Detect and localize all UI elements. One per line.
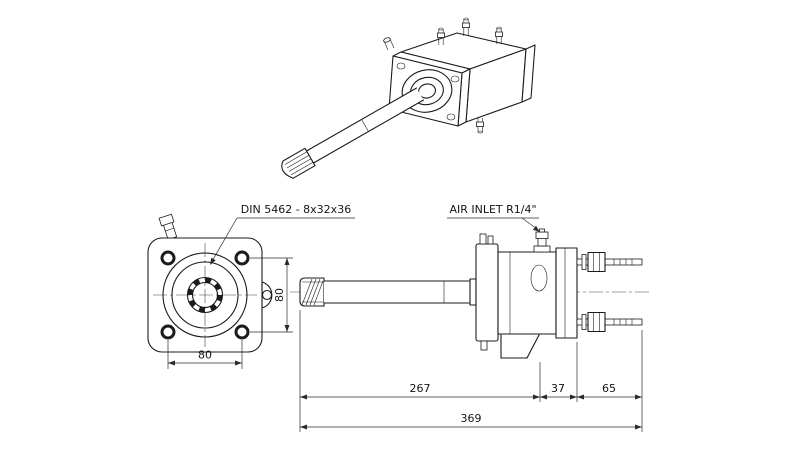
- rear-stud-bottom: [576, 311, 643, 333]
- side-view-dimensions: 267 37 65 369: [299, 310, 643, 432]
- air-inlet-label: AIR INLET R1/4": [449, 203, 536, 216]
- front-boss-mid: [171, 261, 239, 329]
- side-flange-stud-bottom: [480, 340, 488, 351]
- side-flange-plate: [475, 243, 499, 342]
- dim-shaft-length: 267: [410, 382, 431, 395]
- iso-stud: [495, 26, 503, 44]
- front-ear: [261, 281, 273, 309]
- side-spline-hatch: [301, 278, 313, 306]
- front-view: [147, 213, 273, 353]
- front-bolt-hole: [160, 250, 176, 266]
- front-bolt-hole: [234, 250, 250, 266]
- rear-stud-top: [576, 251, 643, 273]
- front-view-dimensions: 80 80: [167, 257, 293, 369]
- iso-rear-cover: [521, 44, 536, 103]
- front-fitting: [158, 213, 178, 240]
- iso-spline-line: [288, 158, 312, 172]
- iso-spline-line: [290, 161, 314, 176]
- front-bolt-hole: [234, 324, 250, 340]
- side-spline-hatch: [309, 278, 321, 306]
- iso-stud: [462, 17, 470, 36]
- side-housing-body: [497, 251, 557, 335]
- iso-breather-fitting: [383, 37, 395, 51]
- spline-spec-callout: DIN 5462 - 8x32x36: [210, 203, 355, 265]
- iso-spline-line: [284, 151, 308, 165]
- side-flange-stud-top: [479, 233, 487, 245]
- side-bracket-edge: [526, 334, 540, 359]
- front-spline-teeth: [187, 277, 223, 313]
- dim-mid-section: 37: [551, 382, 565, 395]
- isometric-view: [281, 17, 536, 179]
- air-inlet-leader: [521, 217, 538, 230]
- iso-bolt-hole: [446, 113, 456, 121]
- dim-flange-height: 80: [273, 288, 286, 302]
- front-bolt-hole: [160, 324, 176, 340]
- side-spline-hatch: [305, 278, 317, 306]
- iso-stud: [437, 27, 445, 45]
- side-shaft-fill: [324, 281, 470, 303]
- spline-spec-label: DIN 5462 - 8x32x36: [241, 203, 351, 216]
- dim-overall-length: 369: [461, 412, 482, 425]
- air-inlet-callout: AIR INLET R1/4": [447, 203, 540, 232]
- front-ear-hole: [261, 289, 273, 301]
- iso-stud-lower: [476, 118, 484, 134]
- dim-rear-section: 65: [602, 382, 616, 395]
- side-shaft-journal: [469, 278, 477, 306]
- spline-spec-arrow: [210, 257, 216, 265]
- side-rear-cover: [555, 247, 578, 339]
- side-view: [290, 228, 652, 359]
- iso-bolt-hole: [396, 62, 406, 70]
- side-flange-stud-top: [487, 235, 494, 245]
- spline-spec-leader: [210, 217, 238, 264]
- front-spline-minor: [191, 281, 219, 309]
- iso-shaft-step: [361, 119, 369, 132]
- side-housing-boss: [530, 264, 548, 292]
- side-spline-hatch: [313, 280, 324, 306]
- iso-bolt-hole: [450, 75, 460, 83]
- air-inlet-arrow: [533, 225, 540, 232]
- iso-spline-line: [286, 155, 310, 169]
- air-inlet-fitting: [533, 228, 551, 253]
- dim-flange-width: 80: [198, 349, 212, 362]
- front-boss-outer: [162, 252, 248, 338]
